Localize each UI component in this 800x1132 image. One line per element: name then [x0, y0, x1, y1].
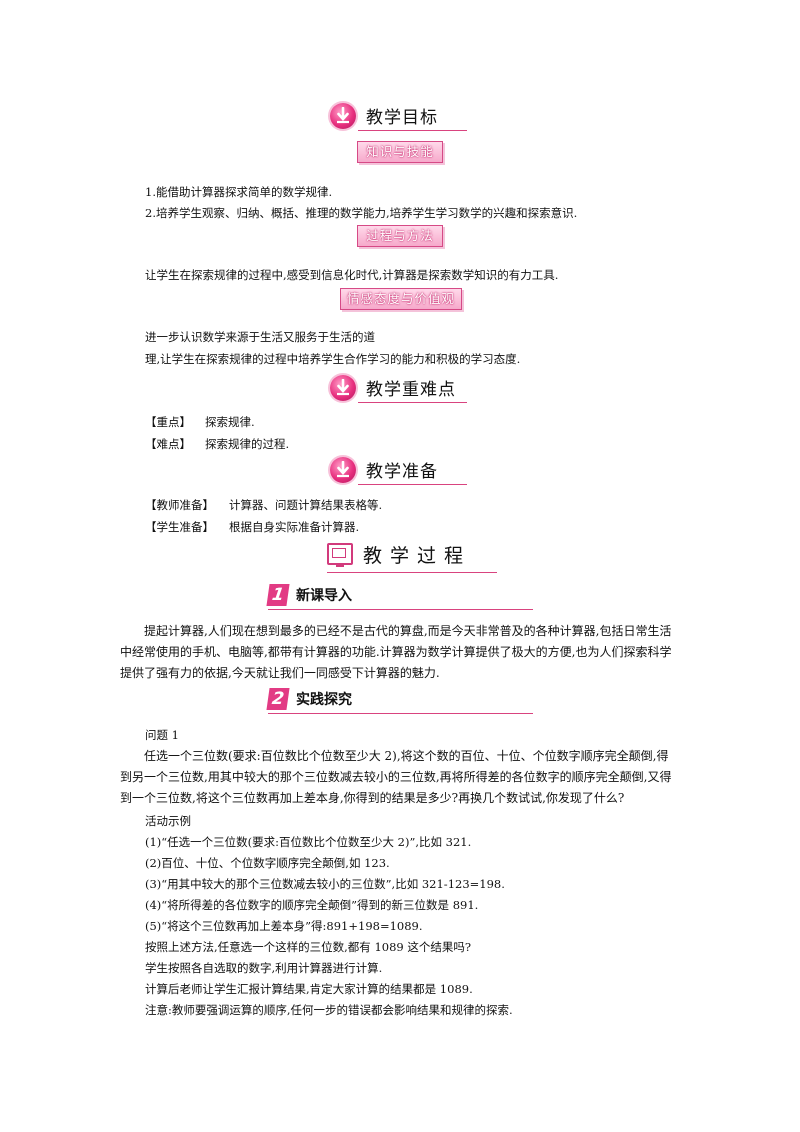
- example-step-3: (3)“用其中较大的那个三位数减去较小的三位数”,比如 321-123=198.: [145, 877, 505, 891]
- example-title: 活动示例: [145, 814, 191, 828]
- goal-emotion-1: 进一步认识数学来源于生活又服务于生活的道: [145, 330, 375, 344]
- tag-process: 过程与方法: [357, 225, 443, 247]
- key-difficulty-label: 【难点】: [145, 437, 191, 451]
- problem-title: 问题 1: [145, 728, 179, 742]
- step-underline: [268, 713, 533, 714]
- example-step-2: (2)百位、十位、个位数字顺序完全颠倒,如 123.: [145, 856, 390, 870]
- goal-emotion-2: 理,让学生在探索规律的过程中培养学生合作学习的能力和积极的学习态度.: [145, 352, 521, 366]
- step-1-heading: 1 新课导入: [266, 584, 533, 610]
- section-underline: [358, 484, 467, 485]
- key-focus-text: 探索规律.: [205, 415, 255, 429]
- goal-knowledge-1: 1.能借助计算器探求简单的数学规律.: [145, 185, 333, 199]
- section-title: 教学目标: [366, 108, 438, 128]
- step-2-heading: 2 实践探究: [266, 688, 533, 714]
- intro-paragraph: 提起计算器,人们现在想到最多的已经不是古代的算盘,而是今天非常普及的各种计算器,…: [120, 624, 672, 680]
- section-process-heading: 教学过程: [327, 541, 497, 575]
- prep-student-label: 【学生准备】: [145, 520, 214, 534]
- step-title: 新课导入: [296, 588, 352, 604]
- download-arrow-icon: [330, 457, 356, 483]
- example-step-1: (1)“任选一个三位数(要求:百位数比个位数至少大 2)”,比如 321.: [145, 835, 472, 849]
- key-focus-label: 【重点】: [145, 415, 191, 429]
- tag-knowledge: 知识与技能: [357, 141, 443, 163]
- practice-line-4: 注意:教师要强调运算的顺序,任何一步的错误都会影响结果和规律的探索.: [145, 1003, 513, 1017]
- key-difficulty-text: 探索规律的过程.: [205, 437, 290, 451]
- download-arrow-icon: [330, 375, 356, 401]
- example-step-5: (5)“将这个三位数再加上差本身”得:891+198=1089.: [145, 919, 423, 933]
- section-underline: [358, 130, 467, 131]
- goal-knowledge-2: 2.培养学生观察、归纳、概括、推理的数学能力,培养学生学习数学的兴趣和探索意识.: [145, 206, 578, 220]
- prep-student-text: 根据自身实际准备计算器.: [229, 520, 360, 534]
- tag-emotion: 情感态度与价值观: [340, 288, 462, 310]
- prep-teacher-text: 计算器、问题计算结果表格等.: [229, 498, 383, 512]
- step-number: 1: [266, 584, 290, 606]
- section-key-heading: 教学重难点: [330, 373, 467, 407]
- practice-line-1: 按照上述方法,任意选一个这样的三位数,都有 1089 这个结果吗?: [145, 940, 472, 954]
- step-number: 2: [266, 688, 290, 710]
- monitor-icon: [327, 543, 353, 567]
- section-prep-heading: 教学准备: [330, 455, 467, 489]
- section-title: 教学过程: [363, 545, 472, 567]
- section-goals-heading: 教学目标: [330, 101, 467, 135]
- example-step-4: (4)“将所得差的各位数字的顺序完全颠倒”得到的新三位数是 891.: [145, 898, 479, 912]
- section-underline: [358, 402, 467, 403]
- section-title: 教学准备: [366, 462, 438, 482]
- download-arrow-icon: [330, 103, 356, 129]
- practice-line-3: 计算后老师让学生汇报计算结果,肯定大家计算的结果都是 1089.: [145, 982, 473, 996]
- prep-teacher-label: 【教师准备】: [145, 498, 214, 512]
- section-title: 教学重难点: [366, 380, 456, 400]
- step-underline: [268, 609, 533, 610]
- section-underline: [327, 572, 497, 573]
- problem-text: 任选一个三位数(要求:百位数比个位数至少大 2),将这个数的百位、十位、个位数字…: [120, 749, 672, 805]
- goal-process-1: 让学生在探索规律的过程中,感受到信息化时代,计算器是探索数学知识的有力工具.: [145, 268, 559, 282]
- practice-line-2: 学生按照各自选取的数字,利用计算器进行计算.: [145, 961, 383, 975]
- step-title: 实践探究: [296, 692, 352, 708]
